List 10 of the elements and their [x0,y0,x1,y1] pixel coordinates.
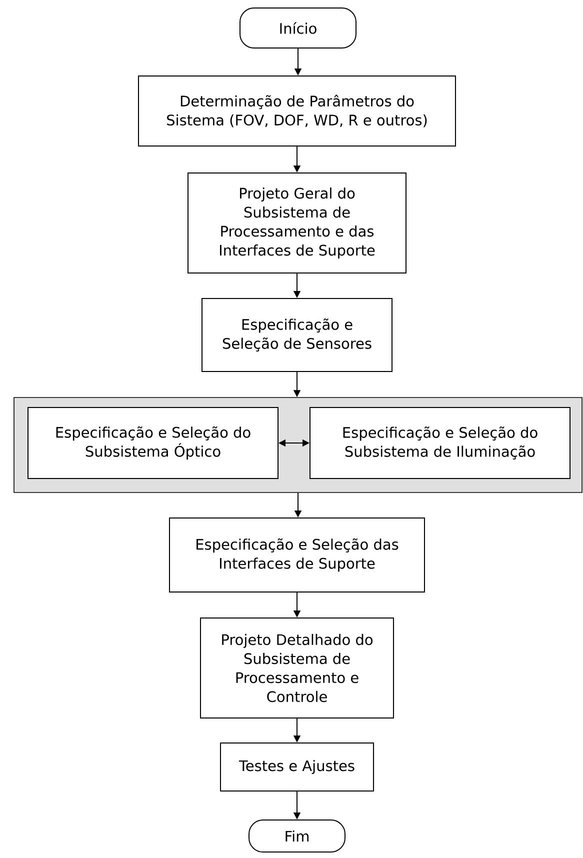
terminal-box: Início [240,8,356,48]
process-box: Especificação e Seleção do Subsistema Óptico [28,407,278,479]
process-box: Projeto Detalhado do Subsistema de Processamento e Controle [200,618,394,718]
process-box: Especificação e Seleção de Sensores [202,298,392,372]
process-box: Especificação e Seleção das Interfaces de Suporte [169,518,425,592]
process-box: Determinação de Parâmetros do Sistema (FOV, DOF, WD, R e outros) [138,76,456,146]
process-box: Testes e Ajustes [220,742,374,792]
process-box: Projeto Geral do Subsistema de Processamento e das Interfaces de Suporte [188,172,406,274]
terminal-box: Fim [248,820,346,852]
process-box: Especificação e Seleção do Subsistema de Iluminação [310,407,570,479]
